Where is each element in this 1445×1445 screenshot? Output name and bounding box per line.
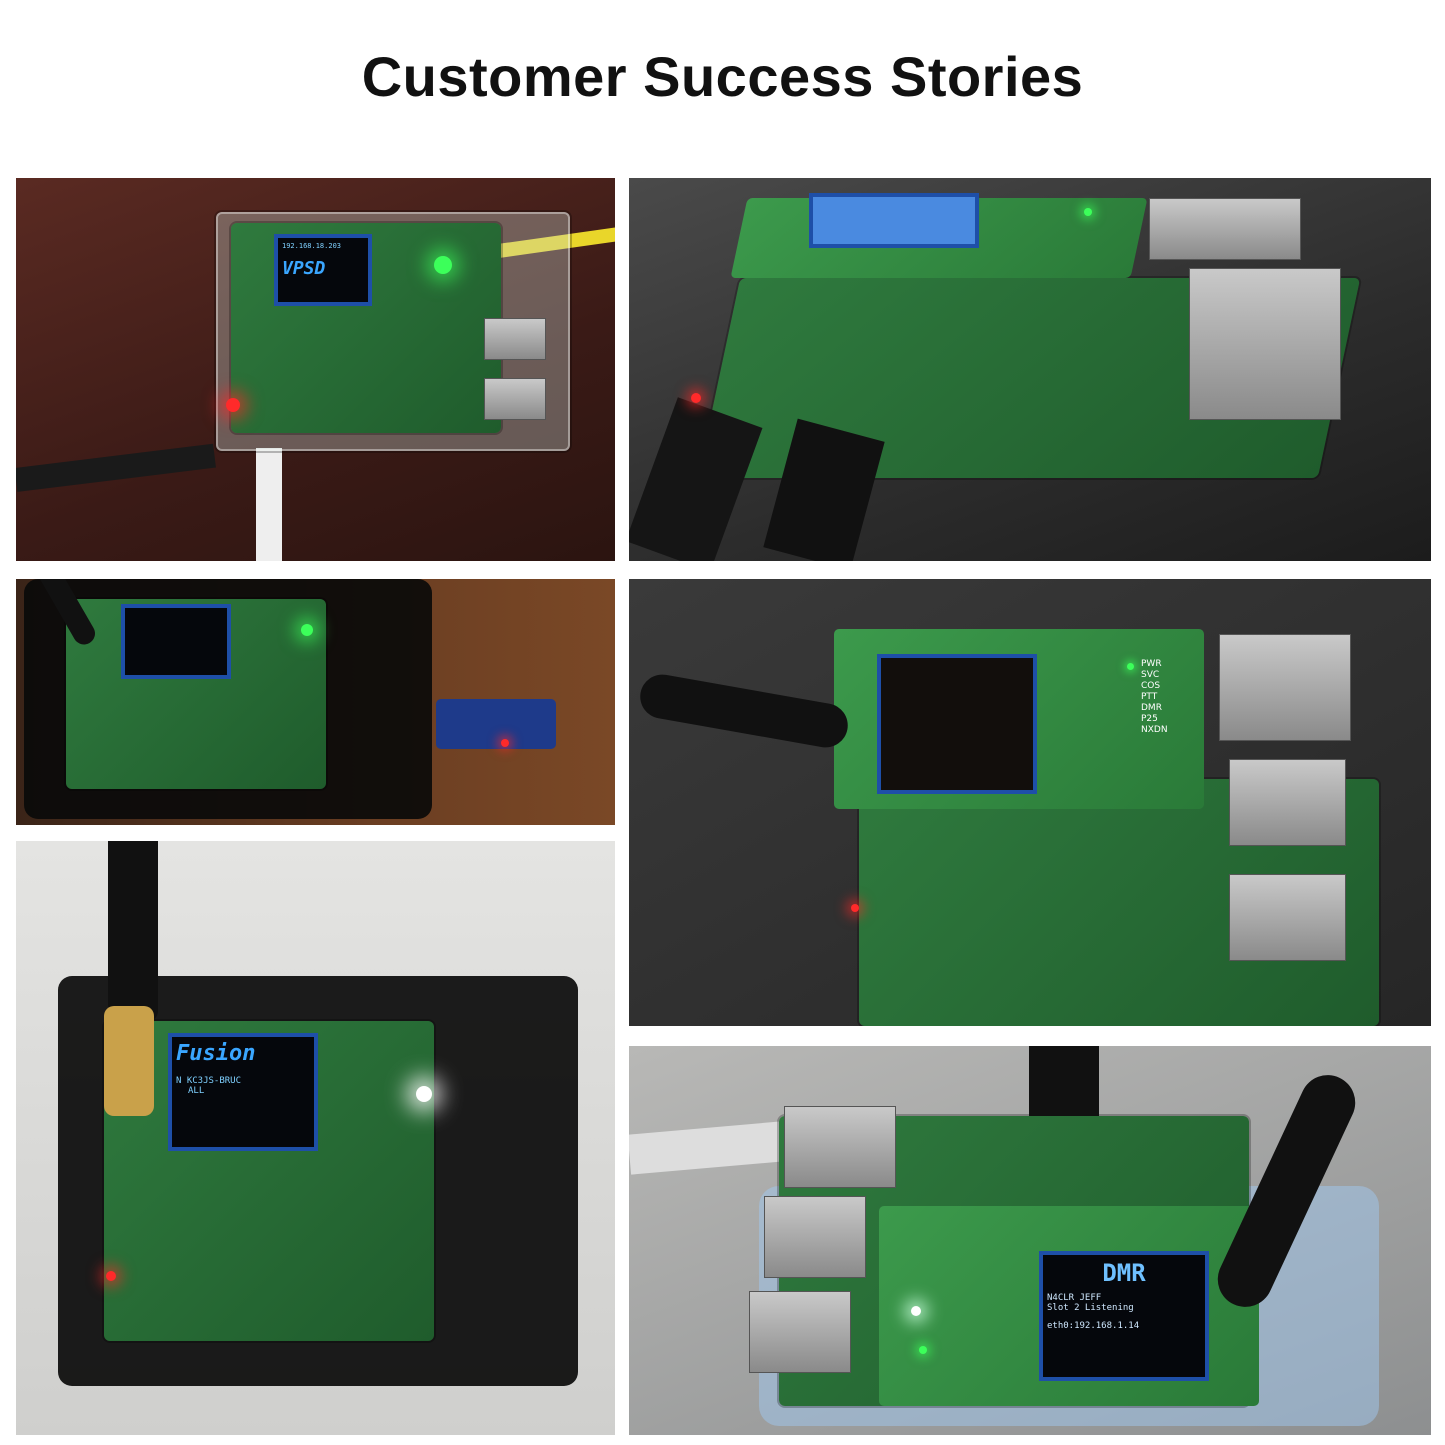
- led-green: [301, 624, 313, 636]
- screen-line: ALL: [188, 1086, 205, 1096]
- photo-top-view-board: PWR SVC COS PTT DMR P25 NXDN: [629, 579, 1431, 1026]
- label-svc: SVC: [1141, 670, 1160, 680]
- oled-screen: DMR N4CLR JEFF Slot 2 Listening eth0:192…: [1039, 1251, 1209, 1381]
- ethernet-port: [1219, 634, 1351, 741]
- antenna-cable: [16, 443, 216, 492]
- oled-screen: 192.168.18.203 VPSD: [274, 234, 372, 306]
- sma-connector: [104, 1006, 154, 1116]
- usb-port: [1149, 198, 1301, 260]
- label-cos: COS: [1141, 681, 1161, 691]
- label-p25: P25: [1141, 714, 1158, 724]
- label-pwr: PWR: [1141, 659, 1162, 669]
- photo-black-case-usb-adapter: [16, 579, 615, 825]
- photo-clear-case-vpsd: 192.168.18.203 VPSD: [16, 178, 615, 561]
- screen-line: N4CLR JEFF: [1047, 1293, 1102, 1303]
- led-white: [416, 1086, 432, 1102]
- screen-line: 192.168.18.203: [282, 242, 342, 250]
- usb-serial-adapter: [436, 699, 556, 749]
- screen-line: Slot 2 Listening: [1047, 1303, 1134, 1313]
- led-red: [226, 398, 240, 412]
- led-red: [851, 904, 859, 912]
- usb-port: [1229, 874, 1346, 961]
- usb-port: [1229, 759, 1346, 846]
- led-white: [911, 1306, 921, 1316]
- oled-screen: Fusion N KC3JS-BRUC ALL: [168, 1033, 318, 1151]
- led-green: [1127, 663, 1134, 670]
- screen-mode: VPSD: [282, 258, 326, 279]
- usb-port: [484, 378, 546, 420]
- oled-screen: [809, 193, 979, 248]
- photo-dmr-hotspot: DMR N4CLR JEFF Slot 2 Listening eth0:192…: [629, 1046, 1431, 1435]
- label-nxdn: NXDN: [1141, 725, 1168, 735]
- led-labels: PWR SVC COS PTT DMR P25 NXDN: [1141, 659, 1168, 736]
- page-title: Customer Success Stories: [361, 45, 1084, 108]
- led-green: [434, 256, 452, 274]
- label-dmr: DMR: [1141, 703, 1162, 713]
- usb-port: [484, 318, 546, 360]
- oled-screen: [121, 604, 231, 679]
- antenna: [108, 841, 158, 1021]
- photo-closeup-board-side: [629, 178, 1431, 561]
- screen-line: eth0:192.168.1.14: [1047, 1321, 1140, 1331]
- usb-port: [749, 1291, 851, 1373]
- usb-c-cable: [629, 397, 763, 561]
- antenna: [636, 671, 852, 751]
- screen-mode: Fusion: [176, 1041, 256, 1066]
- usb-port: [1189, 268, 1341, 420]
- hdmi-cable: [1029, 1046, 1099, 1116]
- usb-port: [764, 1196, 866, 1278]
- ethernet-port: [784, 1106, 896, 1188]
- led-red: [691, 393, 701, 403]
- led-red: [106, 1271, 116, 1281]
- label-ptt: PTT: [1141, 692, 1158, 702]
- led-green: [1084, 208, 1092, 216]
- photo-black-case-fusion: Fusion N KC3JS-BRUC ALL: [16, 841, 615, 1435]
- usb-cable: [256, 448, 282, 561]
- led-red: [501, 739, 509, 747]
- screen-line: N KC3JS-BRUC: [176, 1076, 242, 1086]
- screen-mode: DMR: [1102, 1259, 1146, 1287]
- oled-screen: [877, 654, 1037, 794]
- led-green: [919, 1346, 927, 1354]
